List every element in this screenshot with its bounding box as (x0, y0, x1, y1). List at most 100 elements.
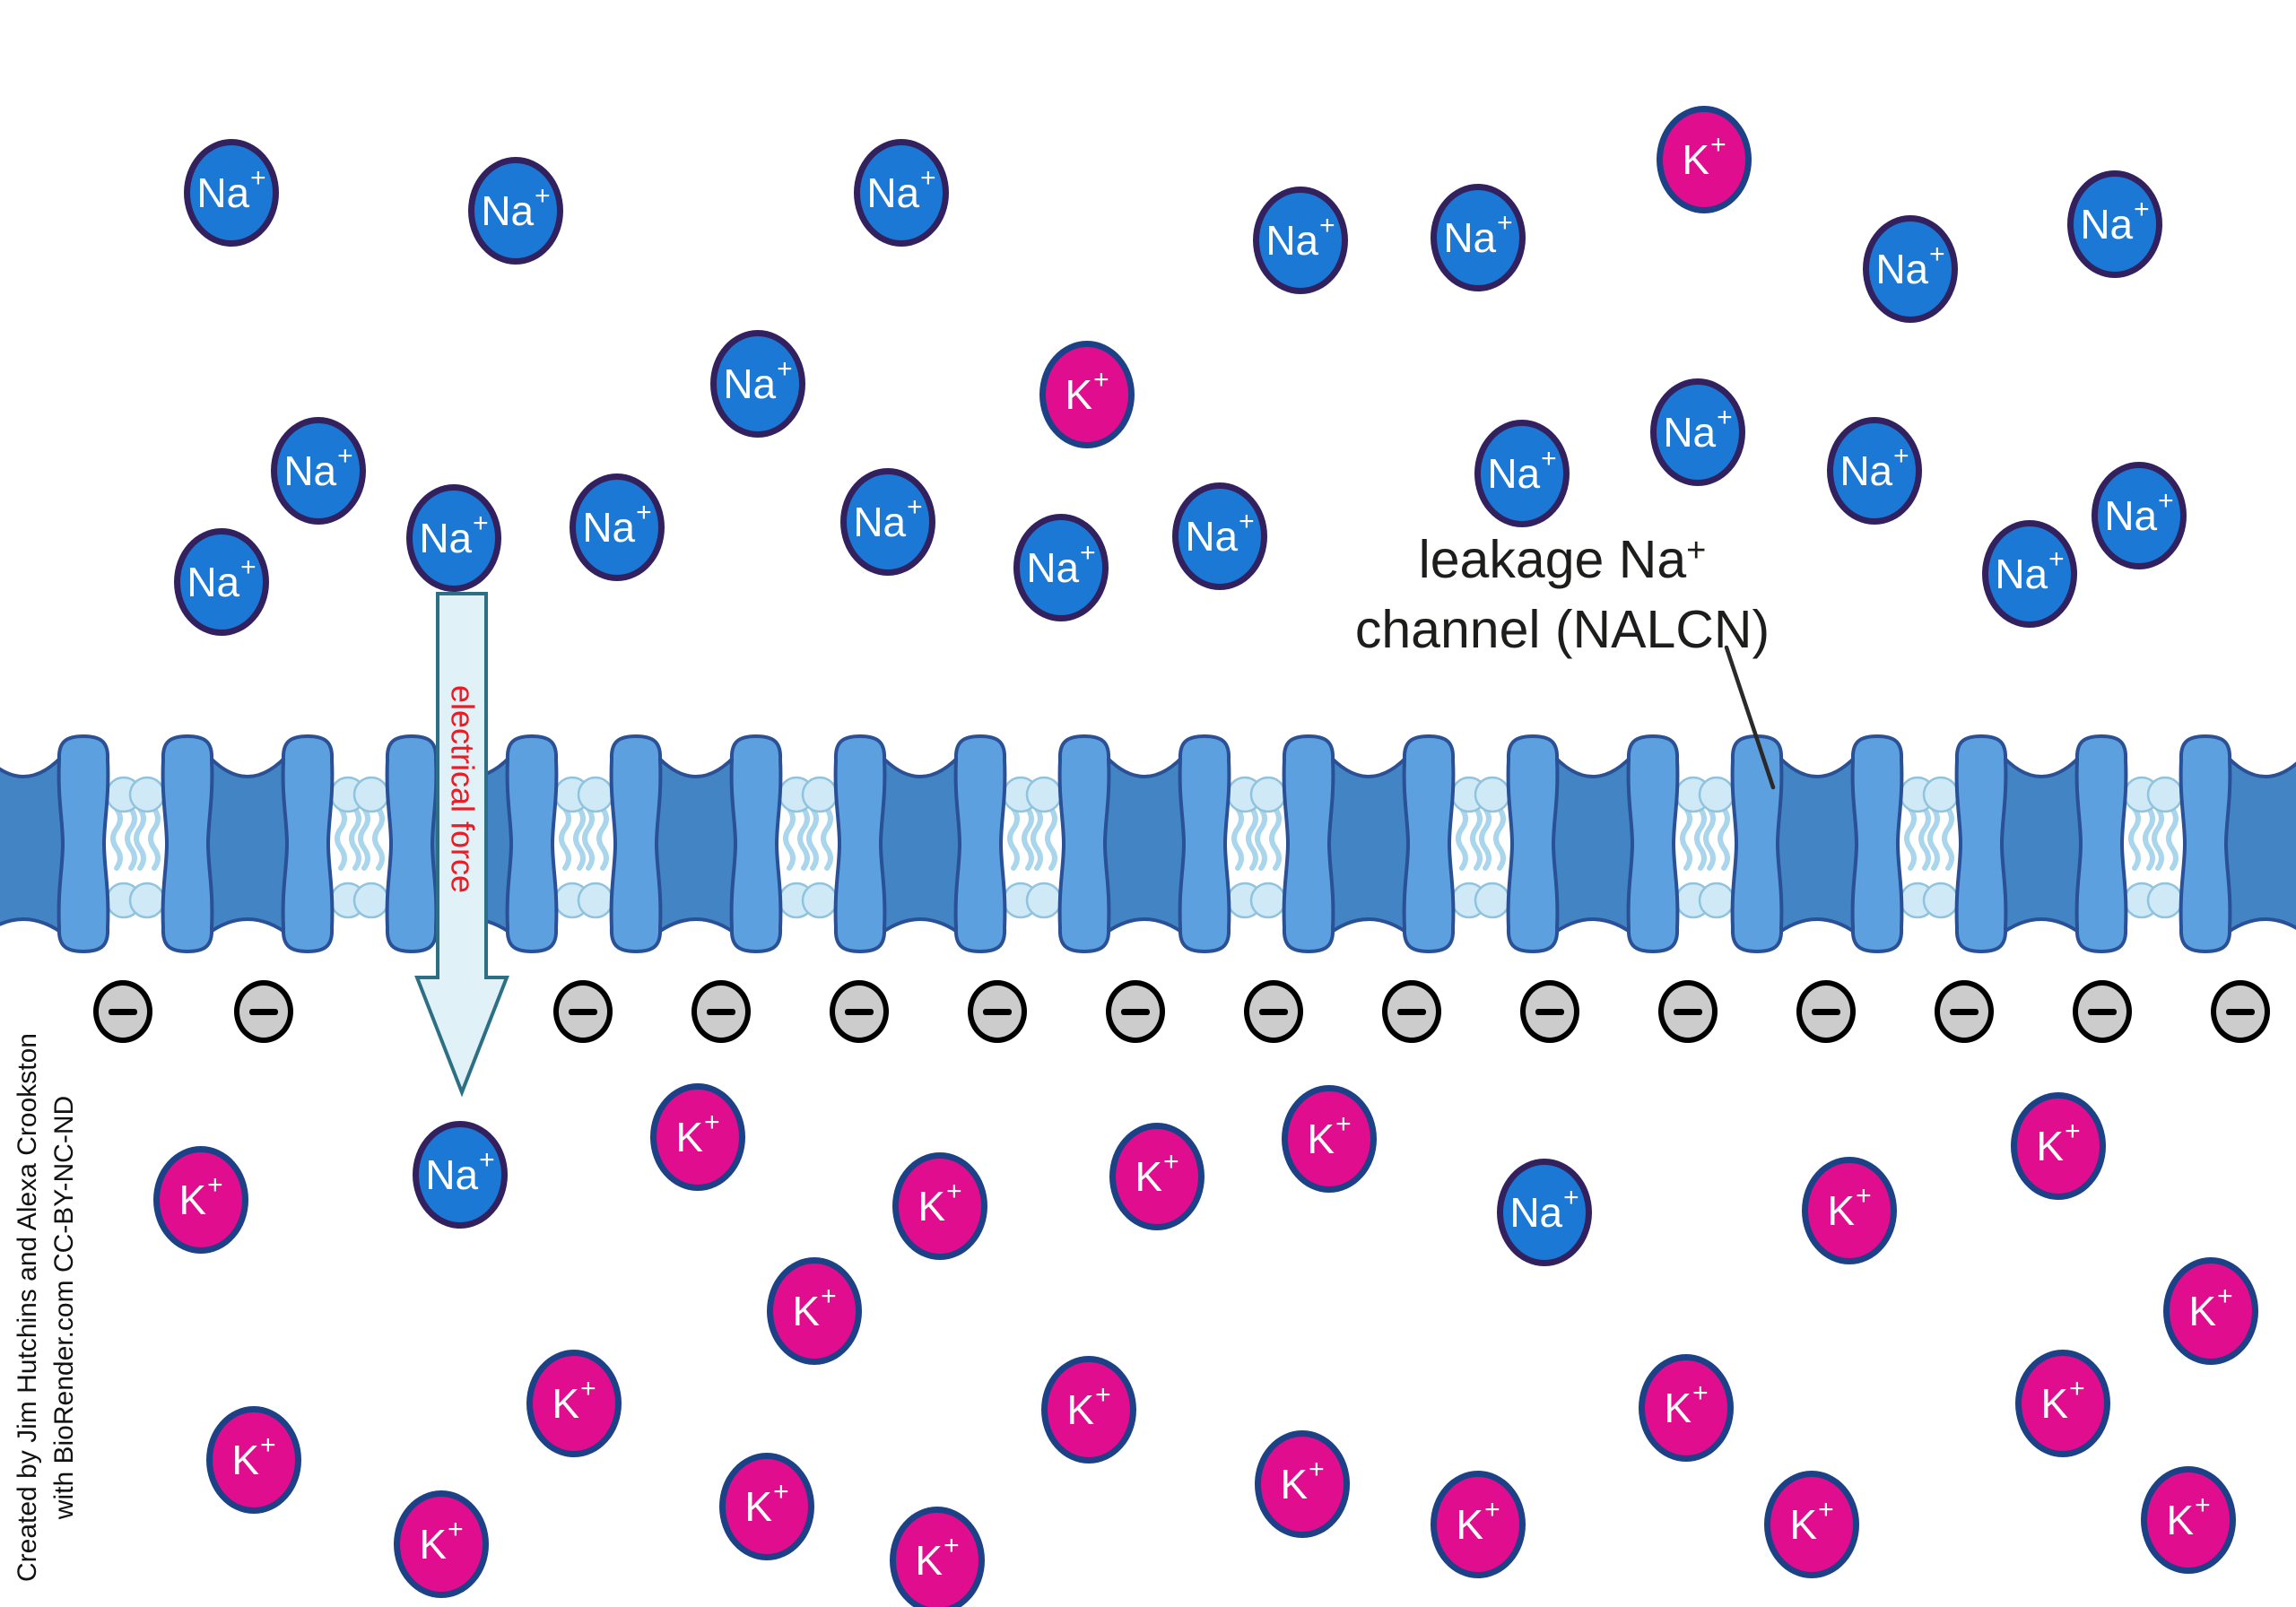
credit-text: Created by Jim Hutchins and Alexa Crooks… (9, 1021, 84, 1594)
sodium-ion: Na+ (1013, 514, 1109, 621)
potassium-ion: K+ (650, 1083, 745, 1191)
minus-icon (1259, 1008, 1288, 1015)
potassium-ion: K+ (526, 1350, 622, 1457)
lipid-tail (1904, 806, 1917, 871)
channel-pore (1996, 746, 2086, 941)
minus-icon (2088, 1008, 2117, 1015)
channel-protein (161, 734, 335, 954)
lipid-tail (1045, 806, 1057, 871)
potassium-ion: K+ (1109, 1123, 1205, 1230)
negative-charge (968, 980, 1027, 1043)
lipid-head (1698, 776, 1735, 813)
channel-lobe-right-wrap (729, 734, 783, 954)
channel-lobe-left (1057, 734, 1111, 954)
negative-charge (553, 980, 613, 1043)
electrical-force-label: electrical force (444, 684, 482, 894)
minus-icon (1674, 1008, 1702, 1015)
potassium-ion: K+ (1657, 106, 1752, 213)
potassium-ion: K+ (1802, 1157, 1897, 1264)
sodium-ion: Na+ (1650, 378, 1745, 486)
lipid-tail (582, 806, 595, 871)
negative-charge (830, 980, 889, 1043)
lipid-tail (349, 806, 361, 871)
lipid-head (1474, 776, 1511, 813)
negative-charge (234, 980, 293, 1043)
channel-lobe-right (1178, 734, 1231, 954)
negative-charge (1796, 980, 1856, 1043)
lipid-head (1922, 882, 1960, 919)
lipid-head (1249, 776, 1287, 813)
channel-lobe-left (1282, 734, 1335, 954)
channel-pore (875, 746, 965, 941)
lipid-tail (797, 806, 810, 871)
sodium-ion: Na+ (271, 417, 366, 525)
lipid-tail (1456, 806, 1468, 871)
negative-charge (1382, 980, 1441, 1043)
channel-label: leakage Na+ channel (NALCN) (1248, 516, 1876, 665)
sodium-ion: Na+ (406, 484, 501, 592)
potassium-ion: K+ (153, 1146, 248, 1254)
channel-pore (203, 746, 292, 941)
negative-charge (691, 980, 751, 1043)
potassium-ion: K+ (2141, 1466, 2236, 1574)
channel-lobe-left (833, 734, 887, 954)
channel-lobe-left (1730, 734, 1784, 954)
channel-lobe-right-wrap (1850, 734, 1904, 954)
potassium-ion: K+ (767, 1257, 862, 1365)
minus-icon (569, 1008, 597, 1015)
lipid-head (1249, 882, 1287, 919)
channel-pore (2221, 746, 2296, 941)
channel-lobe-right (1850, 734, 1904, 954)
lipid-tail (806, 806, 819, 871)
sodium-ion: Na+ (2067, 170, 2162, 278)
minus-icon (1950, 1008, 1979, 1015)
lipid-tail (821, 806, 833, 871)
potassium-ion: K+ (206, 1406, 301, 1514)
potassium-ion: K+ (1431, 1471, 1526, 1578)
lipid-tail (1479, 806, 1492, 871)
lipid-tail (372, 806, 385, 871)
credit-line1: Created by Jim Hutchins and Alexa Crooks… (13, 1033, 42, 1582)
sodium-ion: Na+ (570, 473, 665, 581)
channel-lobe-left (609, 734, 663, 954)
lipid-head (352, 882, 390, 919)
lipid-tail (1269, 806, 1282, 871)
lipid-head (1474, 882, 1511, 919)
minus-icon (1397, 1008, 1426, 1015)
channel-lobe-right (1402, 734, 1456, 954)
lipid-tail (1031, 806, 1043, 871)
channel-label-line2: channel (NALCN) (1354, 600, 1770, 659)
lipid-tail (2166, 806, 2179, 871)
potassium-ion: K+ (1255, 1430, 1350, 1538)
channel-protein (2179, 734, 2296, 954)
channel-protein (1730, 734, 1904, 954)
negative-charge (1244, 980, 1303, 1043)
label-pointer-line (1724, 645, 1776, 790)
channel-pore (1772, 746, 1862, 941)
lipid-head (2146, 882, 2184, 919)
sodium-ion: Na+ (1474, 420, 1570, 527)
sodium-ion: Na+ (1827, 417, 1922, 525)
lipid-tail (125, 806, 137, 871)
channel-lobe-right (953, 734, 1007, 954)
lipid-tail (573, 806, 586, 871)
lipid-head (1922, 776, 1960, 813)
lipid-head (801, 776, 839, 813)
lipid-tail (1694, 806, 1707, 871)
negative-charge (93, 980, 152, 1043)
sodium-ion: Na+ (174, 528, 269, 636)
lipid-tail (1942, 806, 1954, 871)
lipid-head (1698, 882, 1735, 919)
lipid-head (1025, 882, 1063, 919)
electrical-force-arrow (414, 592, 509, 1098)
channel-lobe-right (505, 734, 559, 954)
potassium-ion: K+ (2163, 1257, 2258, 1365)
sodium-ion: Na+ (1863, 215, 1958, 323)
channel-protein (609, 734, 783, 954)
negative-charge (2211, 980, 2270, 1043)
channel-lobe-right-wrap (505, 734, 559, 954)
lipid-head (128, 882, 166, 919)
lipid-tail (1470, 806, 1483, 871)
channel-protein (0, 734, 110, 954)
lipid-tail (110, 806, 123, 871)
